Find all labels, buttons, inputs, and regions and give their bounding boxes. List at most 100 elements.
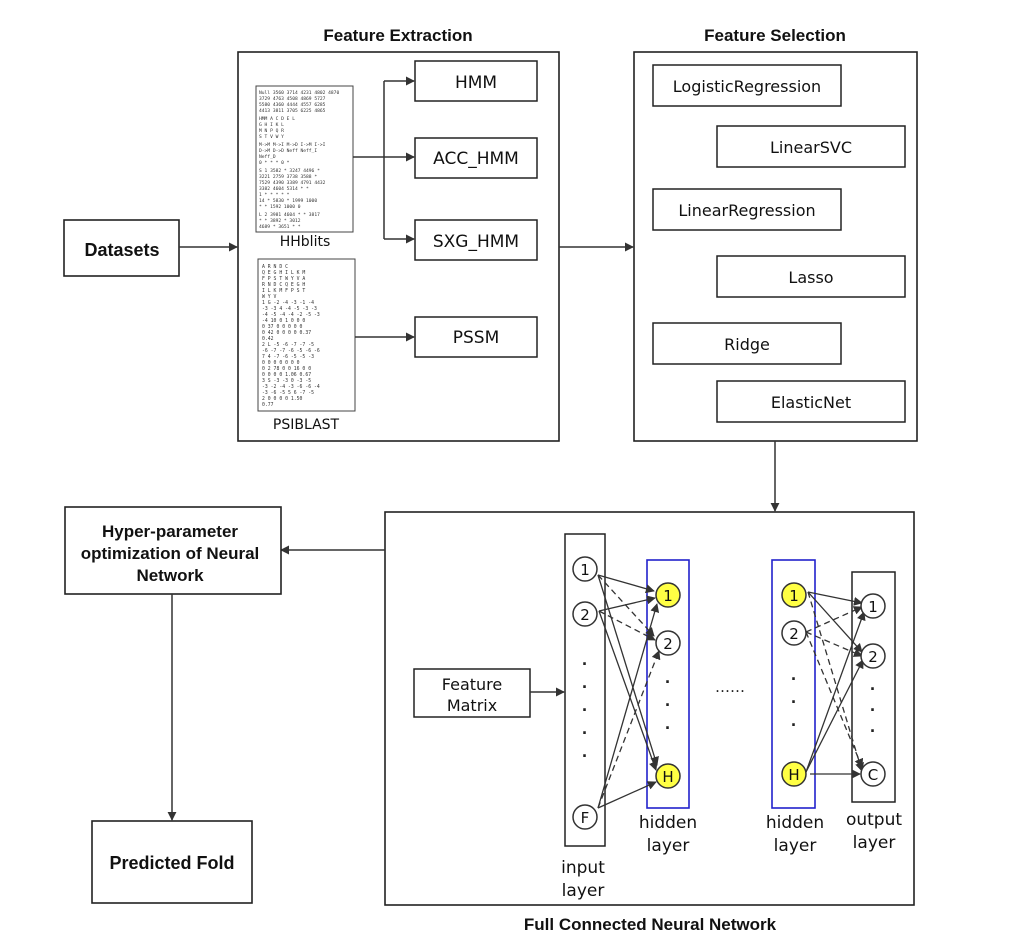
- feature-matrix-label-line2: Matrix: [447, 696, 497, 715]
- svg-text:I L K M F P S T: I L K M F P S T: [262, 288, 305, 294]
- feature-matrix-node: Feature Matrix: [413, 668, 531, 718]
- svg-text:HMM A C D E L: HMM A C D E L: [259, 116, 295, 122]
- hidden1-node-h: H: [655, 763, 681, 789]
- output-ellipsis-dot: ·: [870, 679, 876, 699]
- feature-selection-title: Feature Selection: [704, 26, 846, 45]
- svg-text:4689 * 3651 * *: 4689 * 3651 * *: [259, 224, 301, 230]
- input-node-f-label: F: [581, 809, 590, 827]
- svg-text:F P S T W Y V A: F P S T W Y V A: [262, 276, 305, 282]
- linear-regression-label: LinearRegression: [678, 201, 815, 220]
- predicted-fold-label: Predicted Fold: [109, 853, 234, 873]
- svg-text:D->M D->D Neff Neff_I: D->M D->D Neff Neff_I: [259, 148, 317, 154]
- pssm-feature-box: PSSM: [414, 316, 538, 358]
- hidden1-ellipsis-dot: ·: [665, 695, 671, 715]
- hidden-layer-2-label-line1: hidden: [766, 813, 824, 833]
- hidden-layer-1-label-line2: layer: [647, 836, 690, 856]
- predicted-fold-node: Predicted Fold: [91, 820, 253, 904]
- sxg-hmm-feature-box: SXG_HMM: [414, 219, 538, 261]
- hidden2-node-h: H: [781, 761, 807, 787]
- output-node-1-label: 1: [868, 598, 878, 616]
- psiblast-label: PSIBLAST: [273, 417, 340, 433]
- output-ellipsis-dot: ·: [870, 721, 876, 741]
- hidden-layer-1-label-line1: hidden: [639, 813, 697, 833]
- hidden1-node-1: 1: [655, 582, 681, 608]
- input-layer-box: [564, 533, 606, 847]
- hidden2-node-1: 1: [781, 582, 807, 608]
- output-layer-label-line1: output: [846, 810, 902, 830]
- svg-text:0 0 0 0 0 0 0: 0 0 0 0 0 0 0: [262, 360, 300, 366]
- linear-svc-label: LinearSVC: [770, 138, 852, 157]
- output-ellipsis: · · ·: [870, 679, 876, 741]
- svg-text:G H I K L: G H I K L: [259, 122, 284, 128]
- linear-regression-method: LinearRegression: [652, 188, 842, 231]
- lasso-label: Lasso: [788, 268, 833, 287]
- svg-text:L 2 3981 4604 * * 3817: L 2 3981 4604 * * 3817: [259, 212, 320, 218]
- hidden2-ellipsis-dot: ·: [791, 669, 797, 689]
- hidden-layer-2-label-line2: layer: [774, 836, 817, 856]
- svg-text:M N P Q R: M N P Q R: [259, 128, 284, 134]
- svg-text:3221 2759 3738 3588 *: 3221 2759 3738 3588 *: [259, 174, 317, 180]
- input-layer-label-line2: layer: [562, 881, 605, 901]
- feature-matrix-label-line1: Feature: [442, 675, 502, 694]
- svg-text:S 1 3582 * 3247 4496 *: S 1 3582 * 3247 4496 *: [259, 168, 320, 174]
- output-node-c: C: [860, 761, 886, 787]
- feature-extraction-title: Feature Extraction: [323, 26, 472, 45]
- elastic-net-label: ElasticNet: [771, 393, 851, 412]
- svg-text:-3 -6 -5 5 6 -7 -5: -3 -6 -5 5 6 -7 -5: [262, 390, 314, 396]
- ridge-label: Ridge: [724, 335, 770, 354]
- hidden2-ellipsis: · · ·: [791, 669, 797, 735]
- svg-text:-3 -2 -4 -3 -6 -6 -4: -3 -2 -4 -3 -6 -6 -4: [262, 384, 320, 390]
- input-node-1-label: 1: [580, 561, 590, 579]
- hyperparameter-optimization-node: Hyper-parameter optimization of Neural N…: [64, 506, 282, 595]
- output-node-2-label: 2: [868, 648, 878, 666]
- svg-text:A R N D C: A R N D C: [262, 264, 288, 270]
- hmm-feature-box: HMM: [414, 60, 538, 102]
- svg-text:4413 3811 3705 6225 4865: 4413 3811 3705 6225 4865: [259, 108, 326, 114]
- svg-text:-3 -3 4 -4 -5 -3 -3: -3 -3 4 -4 -5 -3 -3: [262, 306, 317, 312]
- hidden1-ellipsis-dot: ·: [665, 672, 671, 692]
- svg-text:* * 3892 * 3012: * * 3892 * 3012: [259, 218, 301, 224]
- input-node-1: 1: [572, 556, 598, 582]
- hhblits-bracket-connector: [353, 76, 415, 244]
- hyperparameter-label-line3: Network: [136, 566, 204, 585]
- output-node-1: 1: [860, 593, 886, 619]
- svg-text:0 2 78 0 0 16 0 0: 0 2 78 0 0 16 0 0: [262, 366, 311, 372]
- output-layer-label-line2: layer: [853, 833, 896, 853]
- svg-text:7 4 -7 -6 -5 -5 -3: 7 4 -7 -6 -5 -5 -3: [262, 354, 314, 360]
- svg-text:3 S -3 -3 0 -3 -5: 3 S -3 -3 0 -3 -5: [262, 378, 311, 384]
- logistic-regression-label: LogisticRegression: [673, 77, 821, 96]
- hidden2-ellipsis-dot: ·: [791, 715, 797, 735]
- ridge-method: Ridge: [652, 322, 842, 365]
- svg-text:S T V W Y: S T V W Y: [259, 134, 284, 140]
- hidden1-ellipsis-dot: ·: [665, 718, 671, 738]
- acc-hmm-feature-label: ACC_HMM: [433, 149, 519, 169]
- svg-text:Q E G H I L K M: Q E G H I L K M: [262, 270, 305, 276]
- elastic-net-method: ElasticNet: [716, 380, 906, 423]
- hidden-layer-1-box: [646, 559, 690, 809]
- input-node-f: F: [572, 804, 598, 830]
- output-node-2: 2: [860, 643, 886, 669]
- input-hidden1-connections: [597, 574, 661, 809]
- svg-text:2 L -5 -6 -7 -7 -5: 2 L -5 -6 -7 -7 -5: [262, 342, 314, 348]
- input-ellipsis-dot: ·: [582, 723, 588, 743]
- svg-text:-6 -7 -7 -6 -5 -6 -6: -6 -7 -7 -6 -5 -6 -6: [262, 348, 320, 354]
- fcnn-title: Full Connected Neural Network: [524, 915, 777, 934]
- svg-text:14 * 5830 * 1999 1000: 14 * 5830 * 1999 1000: [259, 198, 317, 204]
- output-ellipsis-dot: ·: [870, 700, 876, 720]
- svg-text:5580 4360 4444 4557 6285: 5580 4360 4444 4557 6285: [259, 102, 326, 108]
- hidden2-node-2: 2: [781, 620, 807, 646]
- input-ellipsis-dot: ·: [582, 654, 588, 674]
- svg-text:3382 4604 5314 * *: 3382 4604 5314 * *: [259, 186, 309, 192]
- hidden1-ellipsis: · · ·: [665, 672, 671, 738]
- input-node-2-label: 2: [580, 606, 590, 624]
- svg-text:1 G -2 -4 -3 -1 -4: 1 G -2 -4 -3 -1 -4: [262, 300, 314, 306]
- input-ellipsis-dot: ·: [582, 700, 588, 720]
- hidden2-node-1-label: 1: [789, 587, 799, 605]
- hidden2-output-connections: [805, 591, 866, 779]
- input-layer-label-line1: input: [561, 858, 605, 878]
- hidden1-node-2: 2: [655, 630, 681, 656]
- svg-text:0 42 0 0 0 0 0.37: 0 42 0 0 0 0 0.37: [262, 330, 311, 336]
- svg-text:0 * * * 0 *: 0 * * * 0 *: [259, 160, 290, 166]
- input-ellipsis-dot: ·: [582, 677, 588, 697]
